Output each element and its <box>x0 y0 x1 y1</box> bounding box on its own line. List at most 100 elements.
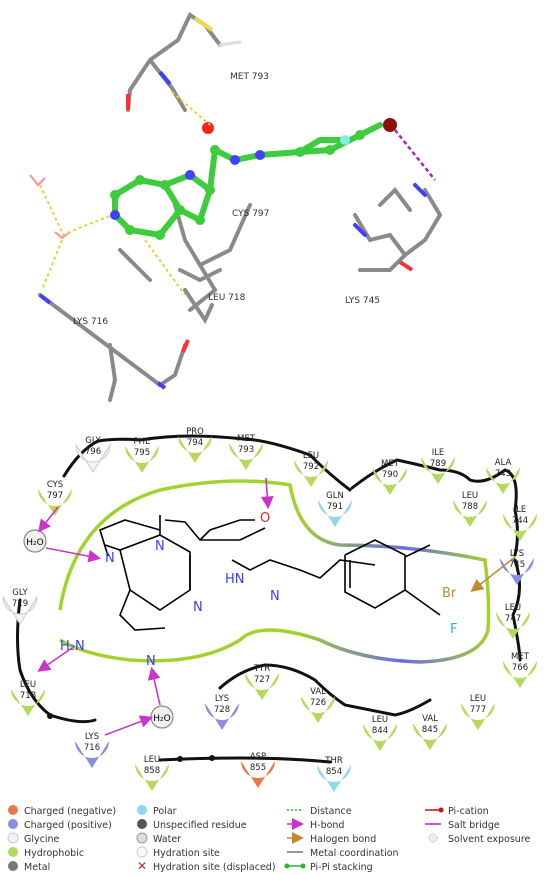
residue-number-ala743: 743 <box>495 469 511 479</box>
ligand-atom-nh2: H₂N <box>60 639 85 654</box>
met793-sticks <box>126 12 242 112</box>
h-bond-dashes <box>39 91 211 296</box>
legend-marker-hydration <box>136 846 148 858</box>
legend-label-water: Water <box>153 834 181 845</box>
residue-shape-tyr727 <box>244 673 279 700</box>
residue-name-met793: MET <box>237 434 256 444</box>
residue-number-leu844: 844 <box>372 726 388 736</box>
legend-label-hydration: Hydration site <box>153 848 220 859</box>
residue-number-leu788: 788 <box>462 502 478 512</box>
residue-name-val726: VAL <box>310 687 326 697</box>
halogen-bond-dash <box>394 129 436 181</box>
residue-name-ile789: ILE <box>432 448 445 458</box>
residue-shape-lys745 <box>500 558 534 585</box>
docking-pose-3d: MET 793 CYS 797 LEU 718 LYS 716 LYS 745 <box>29 12 443 402</box>
residue-name-phe795: PHE <box>134 437 151 447</box>
legend-label-distance: Distance <box>310 806 352 817</box>
residue-shape-met790 <box>373 468 407 495</box>
residue-number-met766: 766 <box>512 663 528 673</box>
legend-marker-pipi-dot2 <box>300 863 306 869</box>
legend-marker-glycine <box>7 832 19 844</box>
legend-label-metal-coord: Metal coordination <box>310 848 399 859</box>
residue-name-lys745: LYS <box>510 549 524 559</box>
legend-label-unspecified: Unspecified residue <box>153 820 247 831</box>
label-met793-3d: MET 793 <box>230 72 269 82</box>
residue-name-met766: MET <box>511 652 530 662</box>
residue-shape-gly796 <box>75 443 111 473</box>
label-leu718-3d: LEU 718 <box>208 293 246 303</box>
legend-label-positive: Charged (positive) <box>24 820 112 831</box>
residue-shape-ile789 <box>421 457 455 484</box>
label-lys716-3d: LYS 716 <box>73 317 108 327</box>
legend-label-pipi: Pi-Pi stacking <box>310 862 373 873</box>
residue-shape-met793 <box>229 443 263 470</box>
residue-name-pro794: PRO <box>186 427 204 437</box>
residue-shape-ala743 <box>486 467 520 494</box>
leu718-sticks <box>178 268 222 325</box>
residue-shape-leu792 <box>294 460 328 487</box>
residue-number-gly719: 719 <box>12 599 28 609</box>
residue-number-tyr727: 727 <box>254 675 270 685</box>
residue-number-gly796: 796 <box>85 447 101 457</box>
legend-label-saltbridge: Salt bridge <box>448 820 500 831</box>
residue-name-leu858: LEU <box>144 755 160 765</box>
lys745-nitrogen-sticks <box>353 183 427 237</box>
residue-shape-leu858 <box>135 764 169 791</box>
binding-pocket-outline <box>58 479 491 664</box>
residue-number-leu792: 792 <box>303 462 319 472</box>
legend-marker-pication-dot <box>438 807 444 813</box>
met793-nitrogen <box>158 70 172 86</box>
legend-label-solvent: Solvent exposure <box>448 834 531 845</box>
protein-backbone-sticks <box>118 186 443 312</box>
ligand-atom-n4: N <box>146 654 156 669</box>
residue-name-gly719: GLY <box>12 588 28 598</box>
residue-shape-leu747 <box>496 612 530 639</box>
residue-shape-gly719 <box>2 595 38 625</box>
residue-shape-thr854 <box>317 765 351 792</box>
legend-marker-water <box>136 832 148 844</box>
residue-number-lys745: 745 <box>509 560 525 570</box>
residue-number-val845: 845 <box>422 725 438 735</box>
lys716-oxygen <box>181 339 190 353</box>
legend-marker-hydration-displaced: ✕ <box>137 859 147 873</box>
legend-label-halogen: Halogen bond <box>310 834 376 845</box>
water-2-label: H₂O <box>153 714 170 724</box>
residue-number-asp855: 855 <box>250 763 266 773</box>
halogen-bond-arrow <box>470 556 516 592</box>
ligand-atoms <box>110 118 397 240</box>
residue-shape-phe795 <box>125 446 159 473</box>
legend-marker-hydrophobic <box>8 847 18 857</box>
residue-name-leu792: LEU <box>303 451 319 461</box>
residue-name-gln791: GLN <box>326 491 344 501</box>
residue-name-leu718: LEU <box>20 680 36 690</box>
residue-name-thr854: THR <box>324 756 343 766</box>
water-2: H₂O <box>150 705 174 729</box>
residue-shape-lys728 <box>205 703 239 730</box>
residue-name-ala743: ALA <box>495 458 512 468</box>
residue-shape-leu777 <box>461 703 495 730</box>
residue-number-leu747: 747 <box>505 614 521 624</box>
label-cys797-3d: CYS 797 <box>232 209 269 219</box>
residue-number-leu858: 858 <box>144 766 160 776</box>
ligand-atom-n3: N <box>193 600 203 615</box>
residue-name-lys716: LYS <box>85 732 99 742</box>
ligand-atom-hn: HN <box>225 572 245 587</box>
residue-number-leu718: 718 <box>20 691 36 701</box>
residue-name-met790: MET <box>381 459 400 469</box>
label-lys745-3d: LYS 745 <box>345 296 380 306</box>
residue-name-leu747: LEU <box>505 603 521 613</box>
